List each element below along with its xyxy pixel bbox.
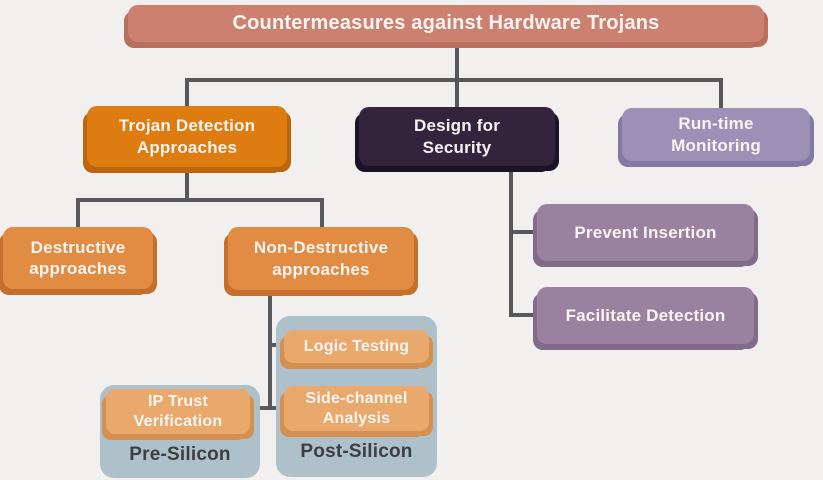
node-runtime-monitoring: Run-time Monitoring bbox=[622, 108, 810, 161]
connector-drop-destructive bbox=[76, 198, 80, 230]
connector-drop-non-destructive bbox=[320, 198, 324, 230]
node-ip-trust-verification: IP Trust Verification bbox=[106, 389, 250, 434]
connector-title-to-design bbox=[455, 38, 459, 110]
node-facilitate-detection: Facilitate Detection bbox=[537, 287, 754, 344]
connector-design-vertical bbox=[509, 164, 513, 317]
connector-trojan-to-children bbox=[185, 164, 189, 200]
post-silicon-label: Post-Silicon bbox=[300, 441, 413, 462]
node-side-channel-analysis: Side-channel Analysis bbox=[284, 386, 429, 431]
connector-stub-prevent-insertion bbox=[509, 230, 539, 234]
connector-detection-horizontal bbox=[76, 198, 324, 202]
connector-drop-trojan-detection bbox=[185, 78, 189, 110]
connector-drop-runtime-monitoring bbox=[719, 78, 723, 111]
node-destructive-approaches: Destructive approaches bbox=[3, 227, 153, 289]
node-prevent-insertion: Prevent Insertion bbox=[537, 204, 754, 261]
node-design-for-security: Design for Security bbox=[359, 107, 555, 166]
connector-iptrust-sidechannel bbox=[248, 406, 286, 410]
node-logic-testing: Logic Testing bbox=[284, 330, 429, 363]
node-trojan-detection-approaches: Trojan Detection Approaches bbox=[87, 106, 287, 167]
connector-main-horizontal bbox=[185, 78, 723, 82]
node-countermeasures-title: Countermeasures against Hardware Trojans bbox=[128, 5, 764, 42]
node-non-destructive-approaches: Non-Destructive approaches bbox=[228, 227, 414, 290]
pre-silicon-label: Pre-Silicon bbox=[129, 444, 231, 465]
connector-stub-facilitate-detection bbox=[509, 313, 539, 317]
connector-non-destructive-vertical bbox=[268, 290, 272, 410]
